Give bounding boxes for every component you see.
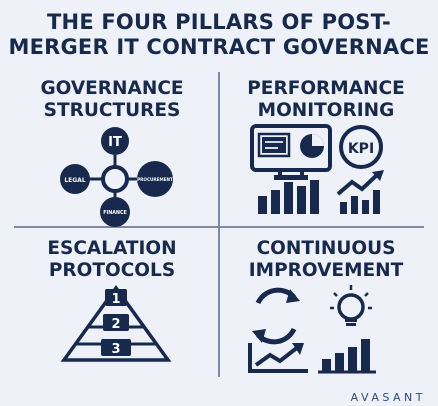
finance-node-label: FINANCE <box>103 210 127 216</box>
level-1-label: 1 <box>111 292 120 307</box>
kpi-badge-icon: KPI <box>339 125 383 169</box>
vertical-divider <box>218 72 220 377</box>
kpi-label: KPI <box>348 141 374 157</box>
level-3-box <box>101 339 131 356</box>
continuous-improvement-title: CONTINUOUS IMPROVEMENT <box>228 238 424 282</box>
horizontal-divider <box>14 226 424 228</box>
level-2-label: 2 <box>111 317 120 332</box>
governance-structures-title: GOVERNANCE STRUCTURES <box>14 78 210 122</box>
trend-chart-icon <box>336 170 384 214</box>
it-node <box>101 127 129 155</box>
level-2-box <box>103 314 129 331</box>
escalation-title-line-2: PROTOCOLS <box>48 260 176 281</box>
growth-line-chart-icon <box>248 343 308 373</box>
performance-monitoring-title: PERFORMANCE MONITORING <box>228 78 424 122</box>
escalation-protocols-title: ESCALATION PROTOCOLS <box>14 238 210 282</box>
legal-node <box>60 164 90 194</box>
improvement-title-line-2: IMPROVEMENT <box>248 260 404 281</box>
level-3-label: 3 <box>111 342 120 357</box>
procurement-node-label: PROCUREMENT <box>137 177 173 182</box>
growth-bar-chart-icon <box>318 339 376 374</box>
governance-title-line-2: STRUCTURES <box>43 100 181 121</box>
legal-node-label: LEGAL <box>64 177 85 184</box>
performance-title-line-2: MONITORING <box>257 100 395 121</box>
improvement-title-line-1: CONTINUOUS <box>256 238 396 259</box>
governance-network-icon: IT LEGAL PROCUREMENT FINANCE <box>60 127 173 227</box>
refresh-cycle-icon <box>252 287 300 345</box>
improvement-icons <box>248 285 376 374</box>
lightbulb-icon <box>330 285 372 326</box>
procurement-node <box>137 161 173 197</box>
level-1-box <box>105 289 127 306</box>
main-title-line-2: MERGER IT CONTRACT GOVERNACE <box>8 35 430 59</box>
dashboard-monitor-icon <box>250 124 332 180</box>
avasant-logo: AVASANT <box>350 391 426 404</box>
escalation-title-line-1: ESCALATION <box>47 238 177 259</box>
performance-title-line-1: PERFORMANCE <box>247 78 405 99</box>
it-node-label: IT <box>108 135 122 150</box>
performance-icons: KPI <box>250 124 384 214</box>
bar-chart-icon <box>258 180 319 214</box>
main-title-line-1: THE FOUR PILLARS OF POST- <box>47 10 391 34</box>
governance-center-ring <box>101 165 129 193</box>
escalation-pyramid-icon: 1 2 3 <box>60 285 172 362</box>
finance-node <box>100 197 130 227</box>
governance-title-line-1: GOVERNANCE <box>40 78 184 99</box>
